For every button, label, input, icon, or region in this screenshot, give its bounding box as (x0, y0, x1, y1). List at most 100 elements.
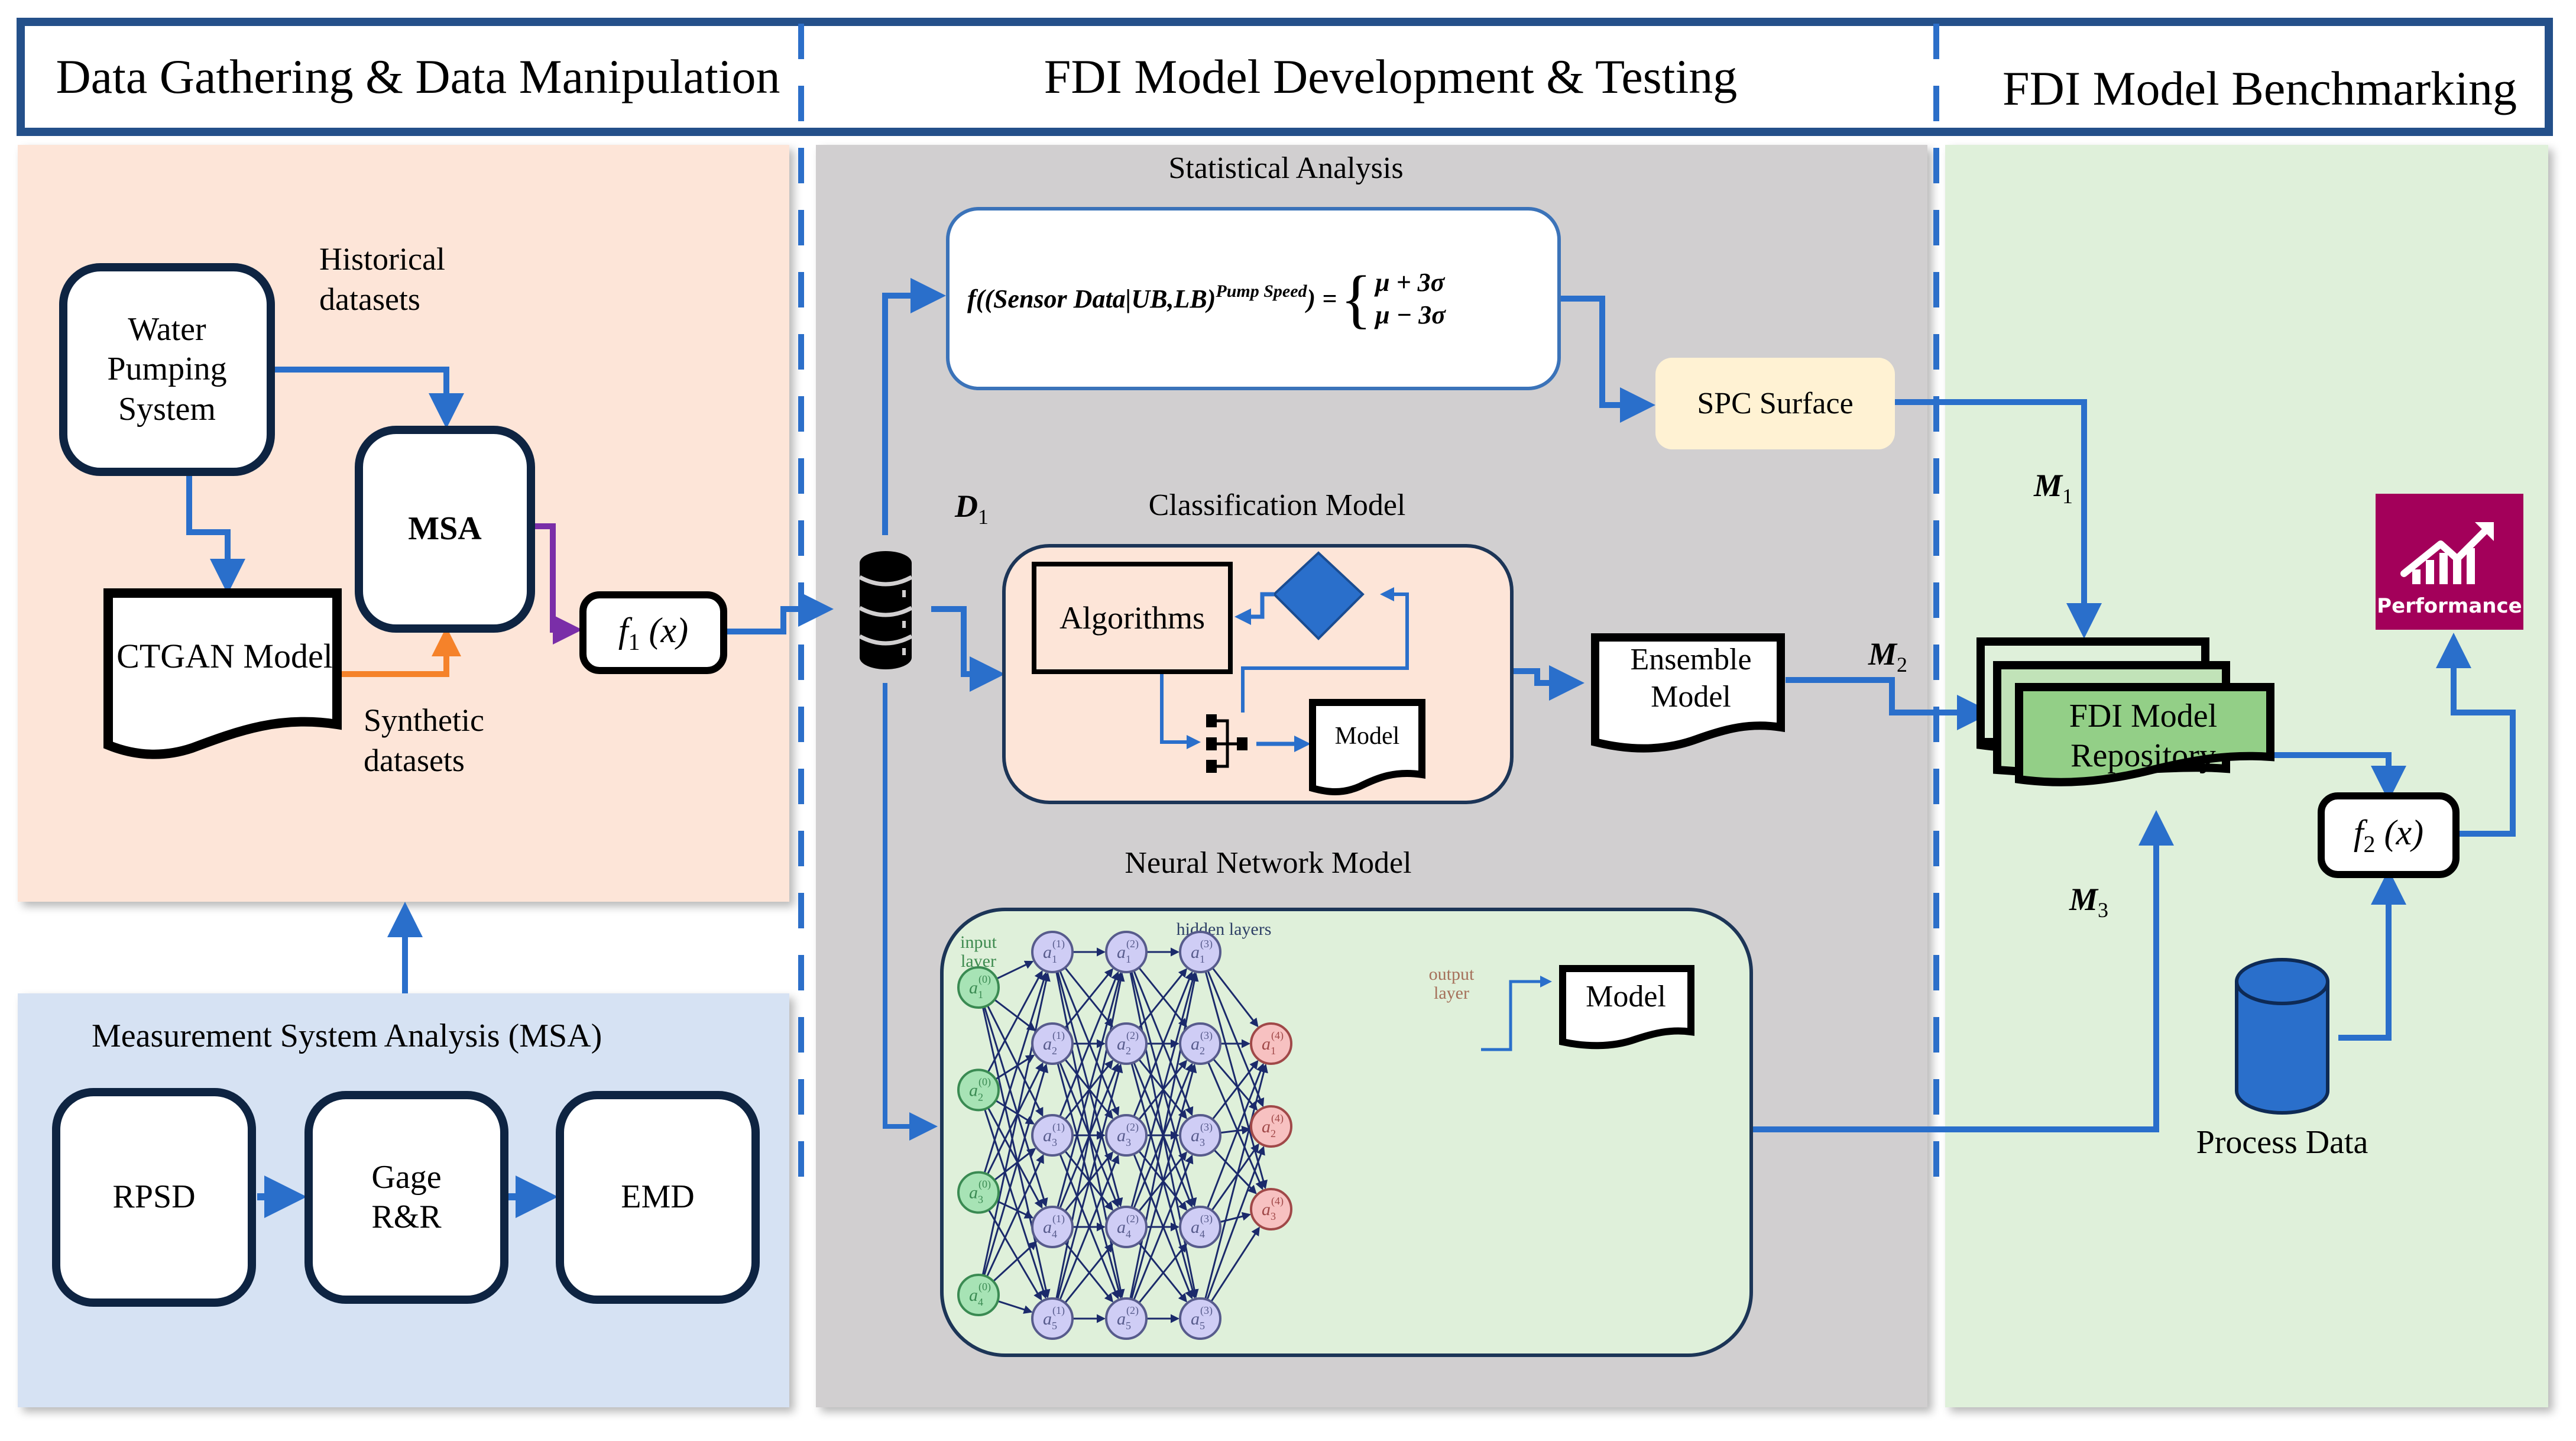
f1-function-node[interactable]: f1 (x) (579, 591, 727, 674)
tree-structure-icon (1206, 714, 1248, 773)
nn-node-layer3-4: a4(3) (1179, 1206, 1221, 1248)
nn-edge (1211, 1143, 1259, 1212)
nn-edge (1211, 1060, 1259, 1121)
nn-node-layer2-5: a5(2) (1105, 1297, 1148, 1340)
classification-model-box[interactable] (1002, 544, 1514, 804)
msa-step-emd[interactable]: EMD (556, 1091, 760, 1304)
output-layer-label: output layer (1428, 964, 1475, 1003)
nn-edge (1057, 972, 1123, 1208)
ctgan-model-node[interactable] (103, 588, 346, 766)
nn-edge (986, 1005, 1044, 1117)
arrow-neural-to-repository (1750, 810, 2174, 1132)
nn-edge (1138, 968, 1188, 1029)
arrow-msa-to-f1 (535, 523, 582, 645)
nn-edge (1057, 1063, 1123, 1300)
nn-edge (1210, 1226, 1260, 1303)
d1-label: D1 (955, 488, 989, 529)
arrow-ensemble-to-repository (1786, 677, 1992, 730)
msa-step-emd-label: EMD (621, 1178, 695, 1216)
neural-network-title: Neural Network Model (1125, 846, 1412, 880)
arrow-process-data-to-f2 (2338, 869, 2406, 1041)
process-data-cylinder-icon (2235, 958, 2329, 1115)
nn-node-layer0-2: a2(0) (957, 1068, 1000, 1112)
arrow-f2-to-performance (2436, 633, 2516, 837)
nn-edge (981, 972, 1051, 1276)
msa-step-rpsd[interactable]: RPSD (52, 1088, 256, 1307)
spc-surface-label: SPC Surface (1697, 387, 1854, 420)
arrow-classification-to-ensemble (1511, 665, 1585, 701)
classification-model-doc (1309, 699, 1425, 795)
statistical-analysis-formula-box[interactable]: f((Sensor Data|UB,LB) Pump Speed ) = { μ… (946, 207, 1561, 390)
process-data-label: Process Data (2196, 1124, 2368, 1161)
msa-step-rpsd-label: RPSD (112, 1178, 196, 1216)
nn-node-layer4-3: a3(4) (1250, 1188, 1292, 1230)
nn-edge (1064, 968, 1114, 1029)
neural-network-graph: a1(0)a2(0)a3(0)a4(0)a1(1)a2(1)a3(1)a4(1)… (957, 931, 1292, 1340)
fdi-model-repository-label: FDI Model Repository (2069, 697, 2218, 774)
nn-edge (995, 1054, 1035, 1080)
arrow-d1-to-neural (883, 683, 938, 1141)
fdi-model-repository-node[interactable] (1975, 633, 2282, 834)
nn-edge (1138, 1150, 1188, 1211)
nn-edge (1064, 1058, 1114, 1119)
section-title-data-gathering: Data Gathering & Data Manipulation (56, 50, 780, 103)
msa-step-gage-rr[interactable]: Gage R&R (304, 1091, 508, 1304)
spc-surface-node[interactable]: SPC Surface (1655, 358, 1895, 449)
nn-node-layer3-2: a2(3) (1179, 1022, 1221, 1065)
nn-edge (987, 1107, 1043, 1209)
f2-function-node[interactable]: f2 (x) (2318, 792, 2460, 878)
msa-section-title: Measurement System Analysis (MSA) (92, 1018, 602, 1054)
ctgan-model-label: CTGAN Model (116, 637, 333, 676)
database-icon (858, 551, 913, 669)
nn-node-layer3-3: a3(3) (1179, 1114, 1221, 1157)
nn-edge (1220, 1125, 1251, 1135)
nn-edge (1064, 1150, 1114, 1211)
nn-edge (1133, 971, 1194, 1118)
nn-node-layer2-4: a4(2) (1105, 1206, 1148, 1248)
nn-node-layer2-2: a2(2) (1105, 1022, 1148, 1065)
nn-edge (994, 999, 1036, 1031)
nn-node-layer1-3: a3(1) (1031, 1114, 1074, 1157)
arrow-wps-to-ctgan (186, 473, 245, 594)
nn-edge (1138, 967, 1188, 1028)
arrow-d1-to-classification (931, 606, 1005, 692)
nn-node-layer0-1: a1(0) (957, 966, 1000, 1009)
nn-node-layer0-3: a3(0) (957, 1171, 1000, 1214)
water-pumping-system-node[interactable]: Water Pumping System (59, 263, 275, 476)
arrow-ctgan-to-msa (340, 627, 461, 677)
nn-node-layer2-1: a1(2) (1105, 931, 1148, 973)
nn-edge (996, 960, 1034, 980)
arrow-d1-to-statistical (882, 278, 946, 535)
synthetic-datasets-label: Synthetic datasets (364, 702, 484, 778)
ensemble-model-node[interactable] (1590, 633, 1791, 763)
arrow-statistical-to-spc (1558, 296, 1655, 423)
nn-node-layer2-3: a3(2) (1105, 1114, 1148, 1157)
decision-diamond-icon (1272, 551, 1365, 640)
formula-superscript: Pump Speed (1216, 281, 1307, 301)
performance-label: Performance (2377, 594, 2522, 618)
nn-edge (1064, 1242, 1114, 1303)
nn-edge (986, 1062, 1044, 1175)
nn-edge (1138, 1243, 1188, 1304)
m3-label: M3 (2069, 882, 2109, 922)
msa-label: MSA (408, 510, 482, 548)
nn-edge (1129, 972, 1199, 1299)
nn-edge (1206, 1063, 1265, 1209)
nn-node-layer3-1: a1(3) (1179, 931, 1221, 973)
formula-lhs: f((Sensor Data|UB,LB) (967, 284, 1216, 313)
nn-edge (983, 972, 1048, 1174)
algorithms-node[interactable]: Algorithms (1032, 562, 1233, 674)
nn-edge (1064, 1243, 1114, 1304)
msa-node[interactable]: MSA (355, 426, 535, 633)
performance-node[interactable]: Performance (2376, 494, 2523, 630)
nn-edge (1059, 971, 1120, 1118)
nn-edge (993, 1241, 1038, 1283)
formula-close: ) = (1307, 284, 1337, 313)
nn-edge (986, 1154, 1044, 1277)
nn-model-node[interactable] (1558, 964, 1700, 1082)
nn-edge (1133, 1154, 1194, 1301)
f1-function-label: f1 (x) (618, 610, 689, 655)
nn-node-layer4-2: a2(4) (1250, 1105, 1292, 1148)
nn-node-layer1-1: a1(1) (1031, 931, 1074, 973)
